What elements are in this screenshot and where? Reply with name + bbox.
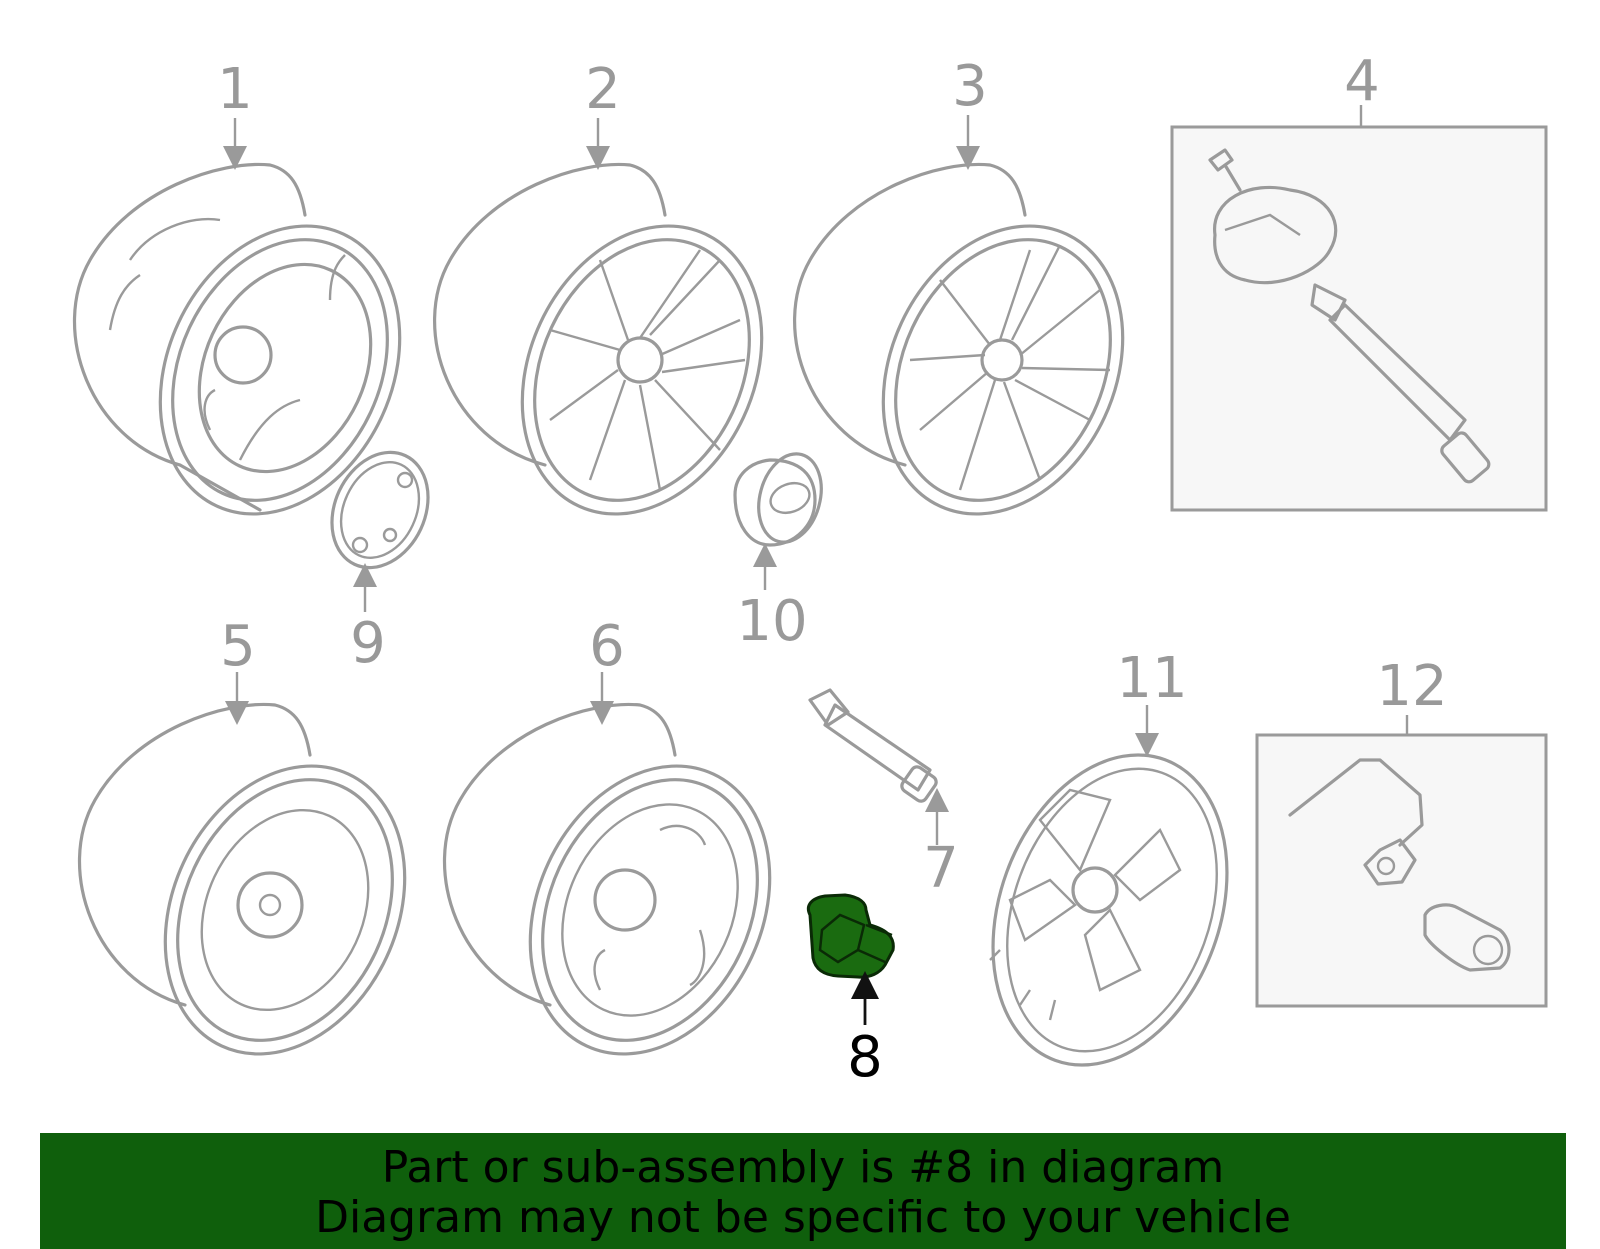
callout-12: 12 xyxy=(1376,654,1447,719)
wheel-part-6[interactable] xyxy=(442,702,814,1093)
valve-stem-part-7[interactable] xyxy=(808,688,938,803)
center-cap-part-9[interactable] xyxy=(314,437,446,584)
info-banner: Part or sub-assembly is #8 in diagram Di… xyxy=(40,1133,1566,1249)
wheel-part-3[interactable] xyxy=(793,162,1168,553)
callout-8: 8 xyxy=(847,1025,883,1090)
callout-6: 6 xyxy=(589,614,625,679)
tpms-service-kit-part-12[interactable] xyxy=(1255,733,1548,1008)
wheel-cover-part-11[interactable] xyxy=(952,722,1268,1098)
banner-line-part-number: Part or sub-assembly is #8 in diagram xyxy=(381,1142,1225,1193)
callout-1: 1 xyxy=(217,57,253,122)
wheel-part-5[interactable] xyxy=(77,702,449,1093)
wheel-part-1[interactable] xyxy=(72,162,444,553)
callout-7: 7 xyxy=(923,836,959,901)
leader-lines xyxy=(223,105,1409,1025)
callout-2: 2 xyxy=(585,57,621,122)
tpms-sensor-kit-part-4[interactable] xyxy=(1170,125,1548,512)
callout-11: 11 xyxy=(1116,646,1187,711)
callout-5: 5 xyxy=(220,614,256,679)
lug-nut-part-8[interactable] xyxy=(806,893,895,979)
callout-9: 9 xyxy=(350,611,386,676)
callout-10: 10 xyxy=(736,589,807,654)
callout-4: 4 xyxy=(1344,49,1380,114)
wheel-part-2[interactable] xyxy=(433,162,807,553)
center-cap-part-10[interactable] xyxy=(733,447,831,549)
banner-line-disclaimer: Diagram may not be specific to your vehi… xyxy=(315,1192,1291,1243)
callout-3: 3 xyxy=(952,54,988,119)
